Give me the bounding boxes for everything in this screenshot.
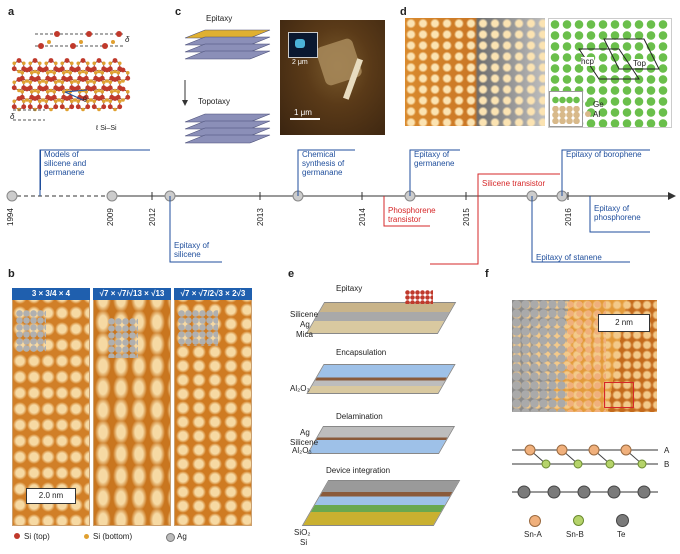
afm-scale-label: 1 μm: [294, 108, 312, 117]
si-bottom-legend: Si (bottom): [93, 532, 133, 541]
al-legend-label: Al: [593, 110, 601, 119]
step3-layer-ag: Ag: [300, 428, 310, 437]
stm-image-2: [93, 288, 171, 526]
germanene-lattice-model: hcp Top Ge Al: [548, 18, 672, 128]
event-epitaxy-borophene: Epitaxy of borophene: [566, 150, 642, 159]
event-epitaxy-germanene: Epitaxy of germanene: [414, 150, 455, 168]
epitaxy-label: Epitaxy: [206, 14, 233, 23]
si-atom-flux: [405, 290, 433, 304]
step-epitaxy-title: Epitaxy: [336, 284, 363, 293]
step-device-integration-title: Device integration: [326, 466, 391, 475]
event-phosphorene-transistor: Phosphorene transistor: [388, 206, 436, 224]
stm-header-2: √7 × √7/√13 × √13: [93, 288, 171, 300]
panel-label-d: d: [400, 6, 407, 18]
year-2013: 2013: [256, 208, 265, 226]
step4-layer-sio2: SiO₂: [294, 528, 311, 537]
si-bottom-legend-dot: [84, 534, 89, 539]
top-label: Top: [633, 59, 646, 68]
epitaxy-topotaxy-diagram: [182, 29, 271, 144]
highlight-box: [604, 382, 634, 408]
panel-label-b: b: [8, 268, 15, 280]
device-stack: [301, 480, 461, 526]
silicene-lattice-diagram: [11, 31, 131, 121]
ag-legend: Ag: [177, 532, 187, 541]
lattice-constant-label: ℓ Si–Si: [96, 125, 117, 132]
year-2015: 2015: [462, 208, 471, 226]
step1-layer-mica: Mica: [296, 330, 313, 339]
theta-label: θ: [83, 97, 87, 104]
optical-inset: [288, 32, 318, 58]
event-epitaxy-silicene: Epitaxy of silicene: [174, 241, 210, 259]
step-delamination-title: Delamination: [336, 412, 383, 421]
year-2012: 2012: [148, 208, 157, 226]
si-top-legend: Si (top): [24, 532, 50, 541]
topotaxy-label: Topotaxy: [198, 97, 231, 106]
year-1994: 1994: [6, 208, 15, 226]
event-models-text: Models of silicene and germanene: [44, 150, 87, 177]
step2-layer-al2o3: Al₂O₃: [290, 384, 310, 393]
row-b-label: B: [664, 460, 670, 469]
step1-layer-ag: Ag: [300, 320, 310, 329]
panel-label-c: c: [175, 6, 182, 18]
year-2014: 2014: [358, 208, 367, 226]
hcp-label: hcp: [581, 57, 594, 66]
al-legend-dot: [585, 111, 591, 117]
te-legend: Te: [617, 530, 626, 539]
step3-layer-silicene: Silicene: [290, 438, 319, 447]
event-silicene-transistor: Silicene transistor: [482, 179, 546, 188]
epitaxy-stack: [305, 302, 457, 334]
te-atom-overlay: [512, 300, 567, 412]
sn-a-legend-dot: [529, 515, 541, 527]
delta-bottom-label: δ: [10, 112, 15, 121]
stm-header-1: 3 × 3/4 × 4: [12, 288, 90, 300]
year-2016: 2016: [564, 208, 573, 226]
afm-image: 2 μm 1 μm: [280, 20, 385, 135]
ge-legend-label: Ge: [593, 100, 604, 109]
atom-overlay-1: [16, 310, 46, 352]
panel-label-f: f: [485, 268, 489, 280]
encapsulation-stack: [306, 364, 456, 394]
stm-stanene-image: 2 nm: [512, 300, 657, 412]
event-models-silicene-germanene: [40, 150, 45, 190]
row-a-label: A: [664, 446, 670, 455]
event-chemical-synthesis-germanane: Chemical synthesis of germanane: [302, 150, 345, 177]
ge-legend-dot: [585, 101, 591, 107]
event-epitaxy-phosphorene: Epitaxy of phosphorene: [594, 204, 641, 222]
year-2009: 2009: [106, 208, 115, 226]
si-top-legend-dot: [14, 533, 20, 539]
delamination-stack: [306, 426, 456, 454]
scale-bar-b: 2.0 nm: [26, 488, 76, 504]
step1-layer-silicene: Silicene: [290, 310, 319, 319]
atom-overlay-3: [178, 310, 218, 346]
delta-top-label: δ: [125, 35, 130, 44]
scale-bar: [290, 118, 320, 120]
step3-layer-al2o3: Al₂O₃: [292, 446, 312, 455]
sn-b-legend-dot: [573, 515, 584, 526]
panel-label-e: e: [288, 268, 295, 280]
stm-germanene-image: [405, 18, 545, 126]
stm-header-3: √7 × √7/2√3 × 2√3: [174, 288, 252, 300]
atom-overlay-2: [108, 318, 138, 358]
ag-legend-dot: [166, 533, 175, 542]
event-epitaxy-stanene: Epitaxy of stanene: [536, 253, 602, 262]
sn-b-legend: Sn-B: [566, 530, 584, 539]
stanene-side-view: [512, 444, 658, 499]
step-encapsulation-title: Encapsulation: [336, 348, 387, 357]
sn-a-legend: Sn-A: [524, 530, 542, 539]
inset-scale-label: 2 μm: [292, 59, 308, 66]
te-legend-dot: [616, 514, 629, 527]
timeline: [6, 149, 676, 265]
scale-bar-f: 2 nm: [598, 314, 650, 332]
side-view-inset: [549, 91, 583, 127]
step4-layer-si: Si: [300, 538, 308, 547]
panel-label-a: a: [8, 6, 15, 18]
